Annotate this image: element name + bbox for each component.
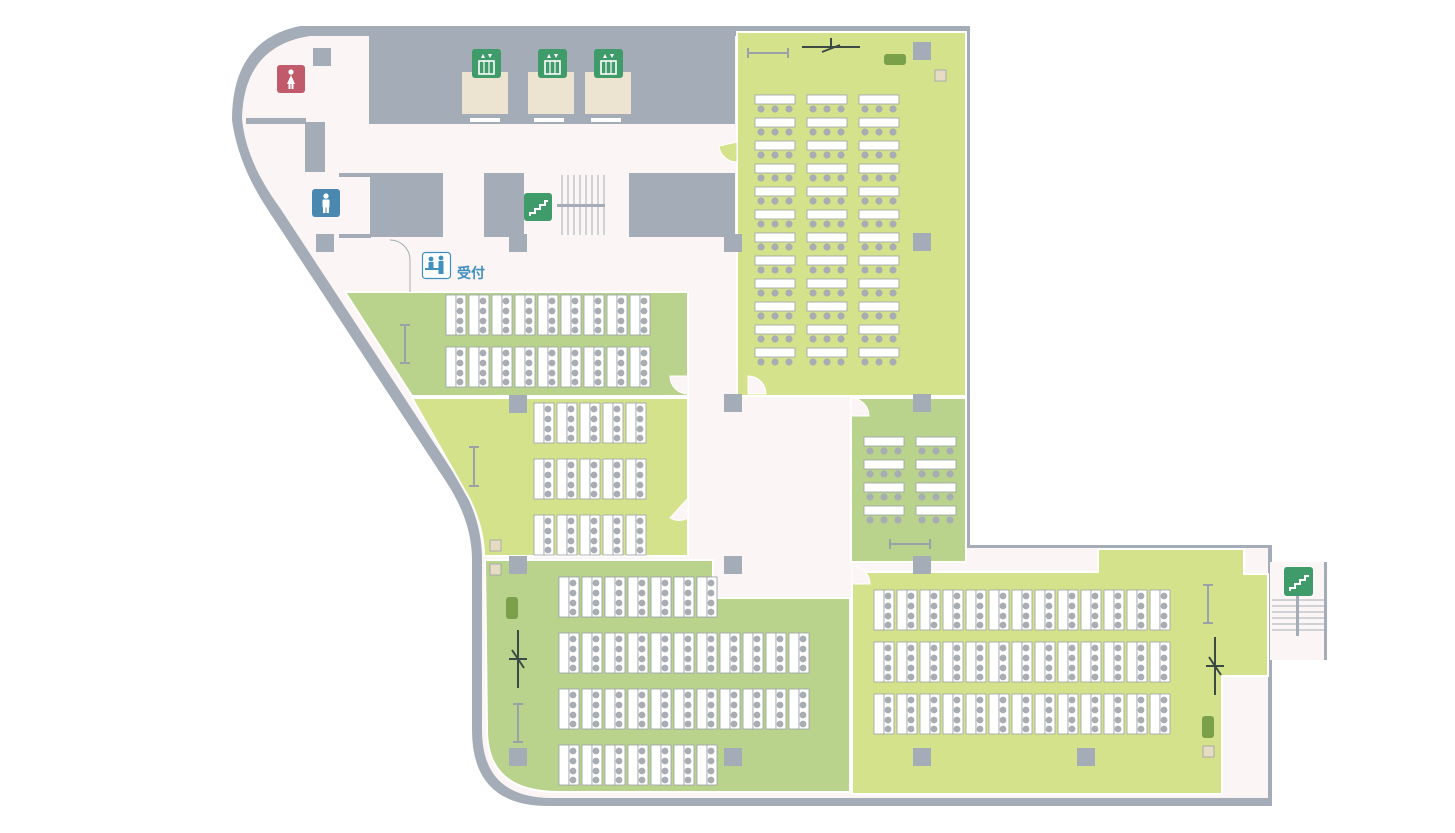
female-restroom-icon[interactable] <box>277 65 305 93</box>
staircase-core <box>524 173 629 235</box>
elevator-bank <box>462 72 631 122</box>
stairs-icon[interactable] <box>1284 567 1313 596</box>
reception-label: 受付 <box>457 266 485 282</box>
projectors <box>509 38 1224 695</box>
plants <box>489 54 1215 758</box>
av-equipment <box>400 48 1213 743</box>
elevator-icon[interactable] <box>472 49 501 78</box>
stairs-icon[interactable] <box>524 193 552 221</box>
elevator-icon[interactable] <box>594 49 623 78</box>
reception-icon[interactable] <box>421 251 452 280</box>
male-restroom-icon[interactable] <box>312 189 340 217</box>
room-c-desks <box>533 402 647 555</box>
side-staircase <box>1270 562 1327 660</box>
room-e[interactable] <box>483 559 851 793</box>
elevator-icon[interactable] <box>538 49 567 78</box>
room-d[interactable] <box>850 397 967 563</box>
door-swings <box>389 141 871 585</box>
